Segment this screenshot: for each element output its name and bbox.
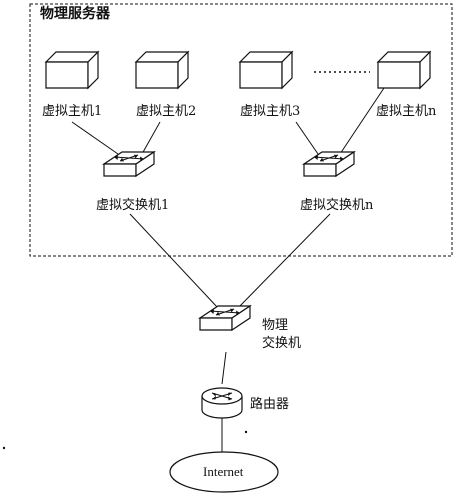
server-box-icon bbox=[45, 51, 99, 89]
physical-switch-label-line1: 物理 bbox=[262, 318, 289, 333]
server-box-icon bbox=[135, 51, 189, 89]
server-box-icon bbox=[377, 51, 431, 89]
link-vswitchn-pswitch bbox=[237, 213, 331, 309]
link-pswitch-router bbox=[221, 351, 227, 385]
physical-server-title: 物理服务器 bbox=[40, 6, 110, 22]
internet-label: Internet bbox=[203, 464, 244, 479]
router-icon bbox=[201, 387, 243, 419]
router-label: 路由器 bbox=[250, 397, 290, 412]
internet-ellipse-icon bbox=[169, 451, 279, 493]
switch-icon bbox=[303, 151, 355, 177]
link-vswitch1-pswitch bbox=[129, 213, 219, 309]
host-label-1: 虚拟主机1 bbox=[42, 104, 103, 119]
link-host3-vswitchn bbox=[295, 121, 319, 155]
link-host1-vswitch1 bbox=[71, 121, 119, 155]
physical-server-boundary bbox=[29, 3, 453, 257]
marker-dot bbox=[2, 446, 6, 450]
link-hostn-vswitchn bbox=[339, 81, 389, 155]
marker-dot bbox=[244, 430, 248, 434]
vswitch-label-1: 虚拟交换机1 bbox=[96, 198, 170, 213]
switch-icon bbox=[199, 305, 251, 331]
server-box-icon bbox=[239, 51, 293, 89]
physical-switch-label-line2: 交换机 bbox=[262, 336, 302, 351]
host-label-2: 虚拟主机2 bbox=[136, 104, 197, 119]
link-host2-vswitch1 bbox=[141, 121, 161, 155]
host-label-3: 虚拟主机3 bbox=[240, 104, 301, 119]
host-label-n: 虚拟主机n bbox=[376, 104, 437, 119]
switch-icon bbox=[103, 151, 155, 177]
connection-lines bbox=[71, 81, 389, 452]
vswitch-label-n: 虚拟交换机n bbox=[300, 198, 374, 213]
